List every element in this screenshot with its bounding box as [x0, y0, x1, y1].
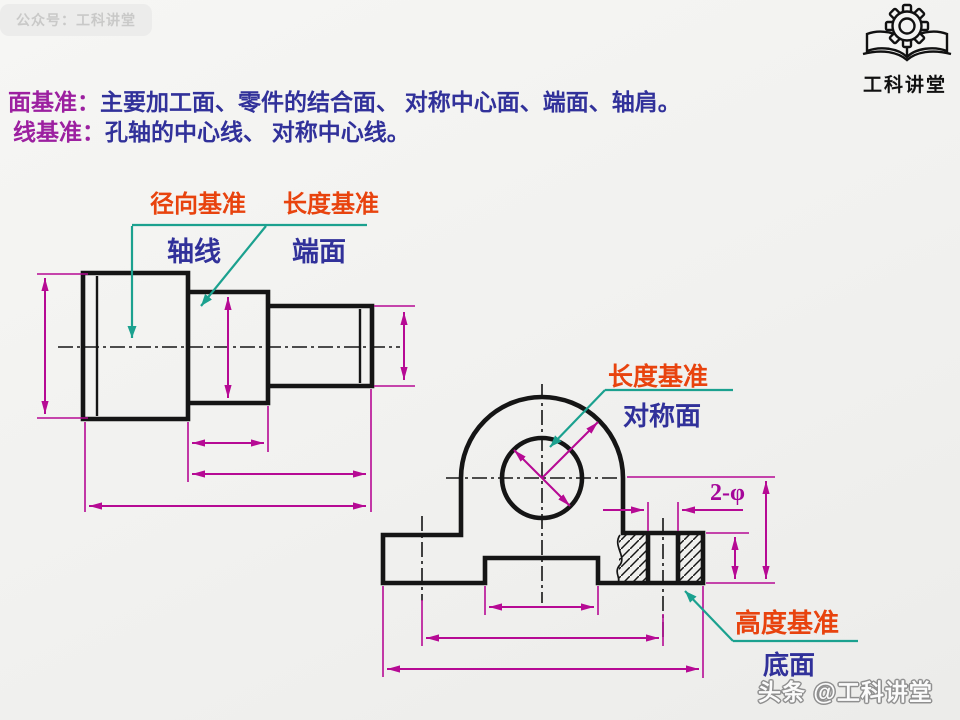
shaft-datum-radial-label: 径向基准: [150, 192, 246, 218]
bracket-datum-length-label: 长度基准: [608, 364, 709, 391]
bracket-outline: [380, 394, 706, 586]
bracket-datum-height-label: 高度基准: [735, 609, 840, 638]
shaft-outline: [80, 270, 375, 422]
bracket-bottom-label: 底面: [763, 651, 816, 680]
intro-text: 面基准：主要加工面、零件的结合面、 对称中心面、端面、轴肩。 线基准：孔轴的中心…: [8, 88, 768, 148]
shaft-chamfer-lines: [95, 276, 362, 416]
shaft-drawing: [37, 223, 415, 512]
intro-line-2-label: 线基准：: [13, 120, 105, 145]
bracket-holes-label: 2-φ: [710, 480, 745, 506]
bracket-leader-lines: [549, 388, 858, 643]
account-banner: 公众号：工科讲堂: [0, 4, 152, 36]
shaft-endface-label: 端面: [292, 237, 346, 267]
bracket-break-line: [616, 534, 623, 584]
bracket-extension-lines: [382, 476, 775, 678]
bracket-dimension-lines: [387, 421, 770, 673]
bracket-symmetry-label: 对称面: [623, 402, 702, 431]
toutiao-watermark: 头条 @工科讲堂: [758, 679, 933, 705]
shaft-extension-lines: [37, 273, 415, 512]
account-banner-text: 公众号：工科讲堂: [16, 12, 136, 28]
intro-line-2: 线基准：孔轴的中心线、 对称中心线。: [8, 118, 768, 148]
bracket-drawing: [380, 384, 858, 678]
shaft-axis-label: 轴线: [167, 237, 221, 267]
bracket-hatching: [619, 533, 703, 583]
intro-line-1: 面基准：主要加工面、零件的结合面、 对称中心面、端面、轴肩。: [8, 88, 768, 118]
shaft-dimension-lines: [41, 278, 408, 510]
gear-book-icon: [862, 3, 952, 62]
shaft-leader-lines: [127, 223, 367, 338]
brand-logo-title: 工科讲堂: [862, 75, 947, 96]
intro-line-1-text: 主要加工面、零件的结合面、 对称中心面、端面、轴肩。: [100, 90, 681, 115]
shaft-datum-length-label: 长度基准: [283, 192, 379, 218]
brand-logo: 工科讲堂: [850, 2, 960, 96]
intro-line-1-label: 面基准：: [8, 90, 100, 115]
intro-line-2-text: 孔轴的中心线、 对称中心线。: [105, 120, 410, 145]
